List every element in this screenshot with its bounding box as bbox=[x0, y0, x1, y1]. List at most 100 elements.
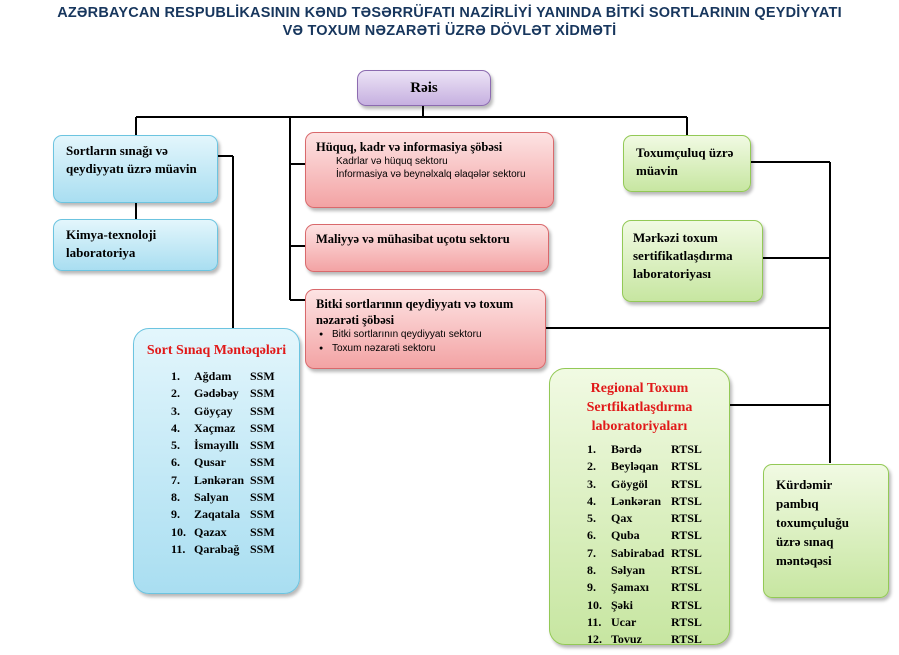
seed-deputy-label: Toxumçuluq üzrə müavin bbox=[636, 145, 734, 178]
list-item-name: Beyləqan bbox=[611, 459, 659, 474]
list-item: 9. Zaqatala SSM bbox=[134, 507, 299, 524]
list-item-name: Qarabağ bbox=[194, 541, 240, 556]
list-item-code: SSM bbox=[250, 507, 275, 522]
list-item-number: 10. bbox=[171, 524, 186, 539]
list-item-name: İsmayıllı bbox=[194, 438, 239, 453]
list-item-number: 10. bbox=[587, 597, 602, 612]
list-item: 9. Şamaxı RTSL bbox=[550, 580, 729, 597]
list-item-code: RTSL bbox=[671, 597, 702, 612]
list-item-number: 7. bbox=[587, 545, 596, 560]
list-item: 6. Quba RTSL bbox=[550, 528, 729, 545]
list-item-code: SSM bbox=[250, 524, 275, 539]
list-item-number: 2. bbox=[587, 459, 596, 474]
list-item: 11. Qarabağ SSM bbox=[134, 542, 299, 559]
ssm-title: Sort Sınaq Məntəqələri bbox=[146, 343, 287, 358]
list-item-code: RTSL bbox=[671, 459, 702, 474]
chem-lab-label: Kimya-texnoloji laboratoriya bbox=[66, 227, 157, 260]
central-seed-lab-box: Mərkəzi toxum sertifikatlaşdırma laborat… bbox=[622, 220, 763, 302]
list-item-name: Şəki bbox=[611, 597, 634, 612]
list-item-name: Xaçmaz bbox=[194, 420, 236, 435]
list-item-name: Tovuz bbox=[611, 632, 642, 647]
list-item: 10. Şəki RTSL bbox=[550, 598, 729, 615]
list-item-number: 1. bbox=[171, 369, 180, 383]
finance-sector-label: Maliyyə və mühasibat uçotu sektoru bbox=[316, 232, 510, 246]
list-item-number: 6. bbox=[587, 528, 596, 543]
list-item-name: Şamaxı bbox=[611, 580, 650, 595]
list-item-number: 2. bbox=[171, 386, 180, 401]
list-item-code: RTSL bbox=[671, 476, 702, 491]
list-item-number: 6. bbox=[171, 455, 180, 470]
list-item-code: SSM bbox=[250, 438, 275, 453]
list-item-number: 8. bbox=[587, 563, 596, 578]
list-item-code: SSM bbox=[250, 386, 275, 401]
list-item-number: 8. bbox=[171, 490, 180, 505]
central-seed-lab-label: Mərkəzi toxum sertifikatlaşdırma laborat… bbox=[633, 230, 733, 281]
title-line-2: VƏ TOXUM NƏZARƏTİ ÜZRƏ DÖVLƏT XİDMƏTİ bbox=[282, 23, 617, 39]
list-item-code: SSM bbox=[250, 472, 275, 487]
list-item-name: Ucar bbox=[611, 614, 637, 629]
list-item-name: Səlyan bbox=[611, 563, 646, 578]
rtsl-list-box: Regional Toxum Sertfikatlaşdırma laborat… bbox=[549, 368, 730, 646]
list-item-code: RTSL bbox=[671, 632, 702, 647]
list-item-number: 4. bbox=[587, 493, 596, 508]
list-item-name: Göyçay bbox=[194, 403, 233, 418]
list-item: 10. Qazax SSM bbox=[134, 525, 299, 542]
list-item-number: 11. bbox=[587, 614, 602, 629]
list-item-code: SSM bbox=[250, 420, 275, 435]
list-item-name: Zaqatala bbox=[194, 507, 241, 522]
list-item-name: Sabirabad bbox=[611, 545, 665, 560]
list-item-name: Lənkəran bbox=[611, 493, 662, 508]
list-item-number: 11. bbox=[171, 541, 186, 556]
list-item-number: 3. bbox=[587, 476, 596, 491]
list-item-number: 4. bbox=[171, 420, 180, 435]
list-item-number: 5. bbox=[587, 511, 596, 526]
list-item-name: Quba bbox=[611, 528, 640, 543]
kurdemir-station-box: Kürdəmir pambıq toxumçuluğu üzrə sınaq m… bbox=[763, 464, 889, 598]
chem-lab-box: Kimya-texnoloji laboratoriya bbox=[53, 219, 218, 271]
sort-deputy-label: Sortların sınağı və qeydiyyatı üzrə müav… bbox=[66, 143, 197, 176]
list-item-number: 3. bbox=[171, 403, 180, 418]
legal-hr-dept-box: Hüquq, kadr və informasiya şöbəsi Kadrla… bbox=[305, 132, 554, 208]
list-item: 3. Göyçay SSM bbox=[134, 404, 299, 421]
list-item-code: RTSL bbox=[671, 614, 702, 629]
list-item: 8. Səlyan RTSL bbox=[550, 563, 729, 580]
finance-sector-box: Maliyyə və mühasibat uçotu sektoru bbox=[305, 224, 549, 272]
list-item-number: 1. bbox=[587, 442, 596, 456]
reis-label: Rəis bbox=[410, 80, 438, 96]
list-item-code: RTSL bbox=[671, 528, 702, 543]
plant-variety-dept-box: Bitki sortlarının qeydiyyatı və toxum nə… bbox=[305, 289, 546, 369]
list-item-code: RTSL bbox=[671, 511, 702, 526]
list-item-name: Qazax bbox=[194, 524, 227, 539]
list-item-code: RTSL bbox=[671, 563, 702, 578]
list-item-code: SSM bbox=[250, 369, 275, 383]
legal-hr-dept-title: Hüquq, kadr və informasiya şöbəsi bbox=[316, 140, 503, 154]
list-item-code: RTSL bbox=[671, 580, 702, 595]
list-item-number: 9. bbox=[171, 507, 180, 522]
list-item: 4. Xaçmaz SSM bbox=[134, 421, 299, 438]
list-item-code: SSM bbox=[250, 541, 275, 556]
sort-deputy-box: Sortların sınağı və qeydiyyatı üzrə müav… bbox=[53, 135, 218, 203]
list-item-name: Ağdam bbox=[194, 369, 232, 383]
title-line-1: AZƏRBAYCAN RESPUBLİKASININ KƏND TƏSƏRRÜF… bbox=[57, 5, 842, 21]
list-item: 5. Qax RTSL bbox=[550, 511, 729, 528]
kurdemir-station-label: Kürdəmir pambıq toxumçuluğu üzrə sınaq m… bbox=[776, 477, 849, 568]
list-item-name: Lənkəran bbox=[194, 472, 245, 487]
list-item-number: 9. bbox=[587, 580, 596, 595]
info-intl-sector: İnformasiya və beynəlxalq əlaqələr sekto… bbox=[336, 169, 526, 180]
rtsl-title: Regional Toxum Sertfikatlaşdırma laborat… bbox=[586, 381, 693, 434]
list-item-code: SSM bbox=[250, 490, 275, 505]
list-item-code: SSM bbox=[250, 403, 275, 418]
list-item-code: RTSL bbox=[671, 442, 702, 456]
list-item-code: SSM bbox=[250, 455, 275, 470]
variety-registration-sector: Bitki sortlarının qeydiyyatı sektoru bbox=[316, 328, 535, 342]
list-item: 1. Ağdam SSM bbox=[134, 369, 299, 386]
list-item-name: Qax bbox=[611, 511, 633, 526]
